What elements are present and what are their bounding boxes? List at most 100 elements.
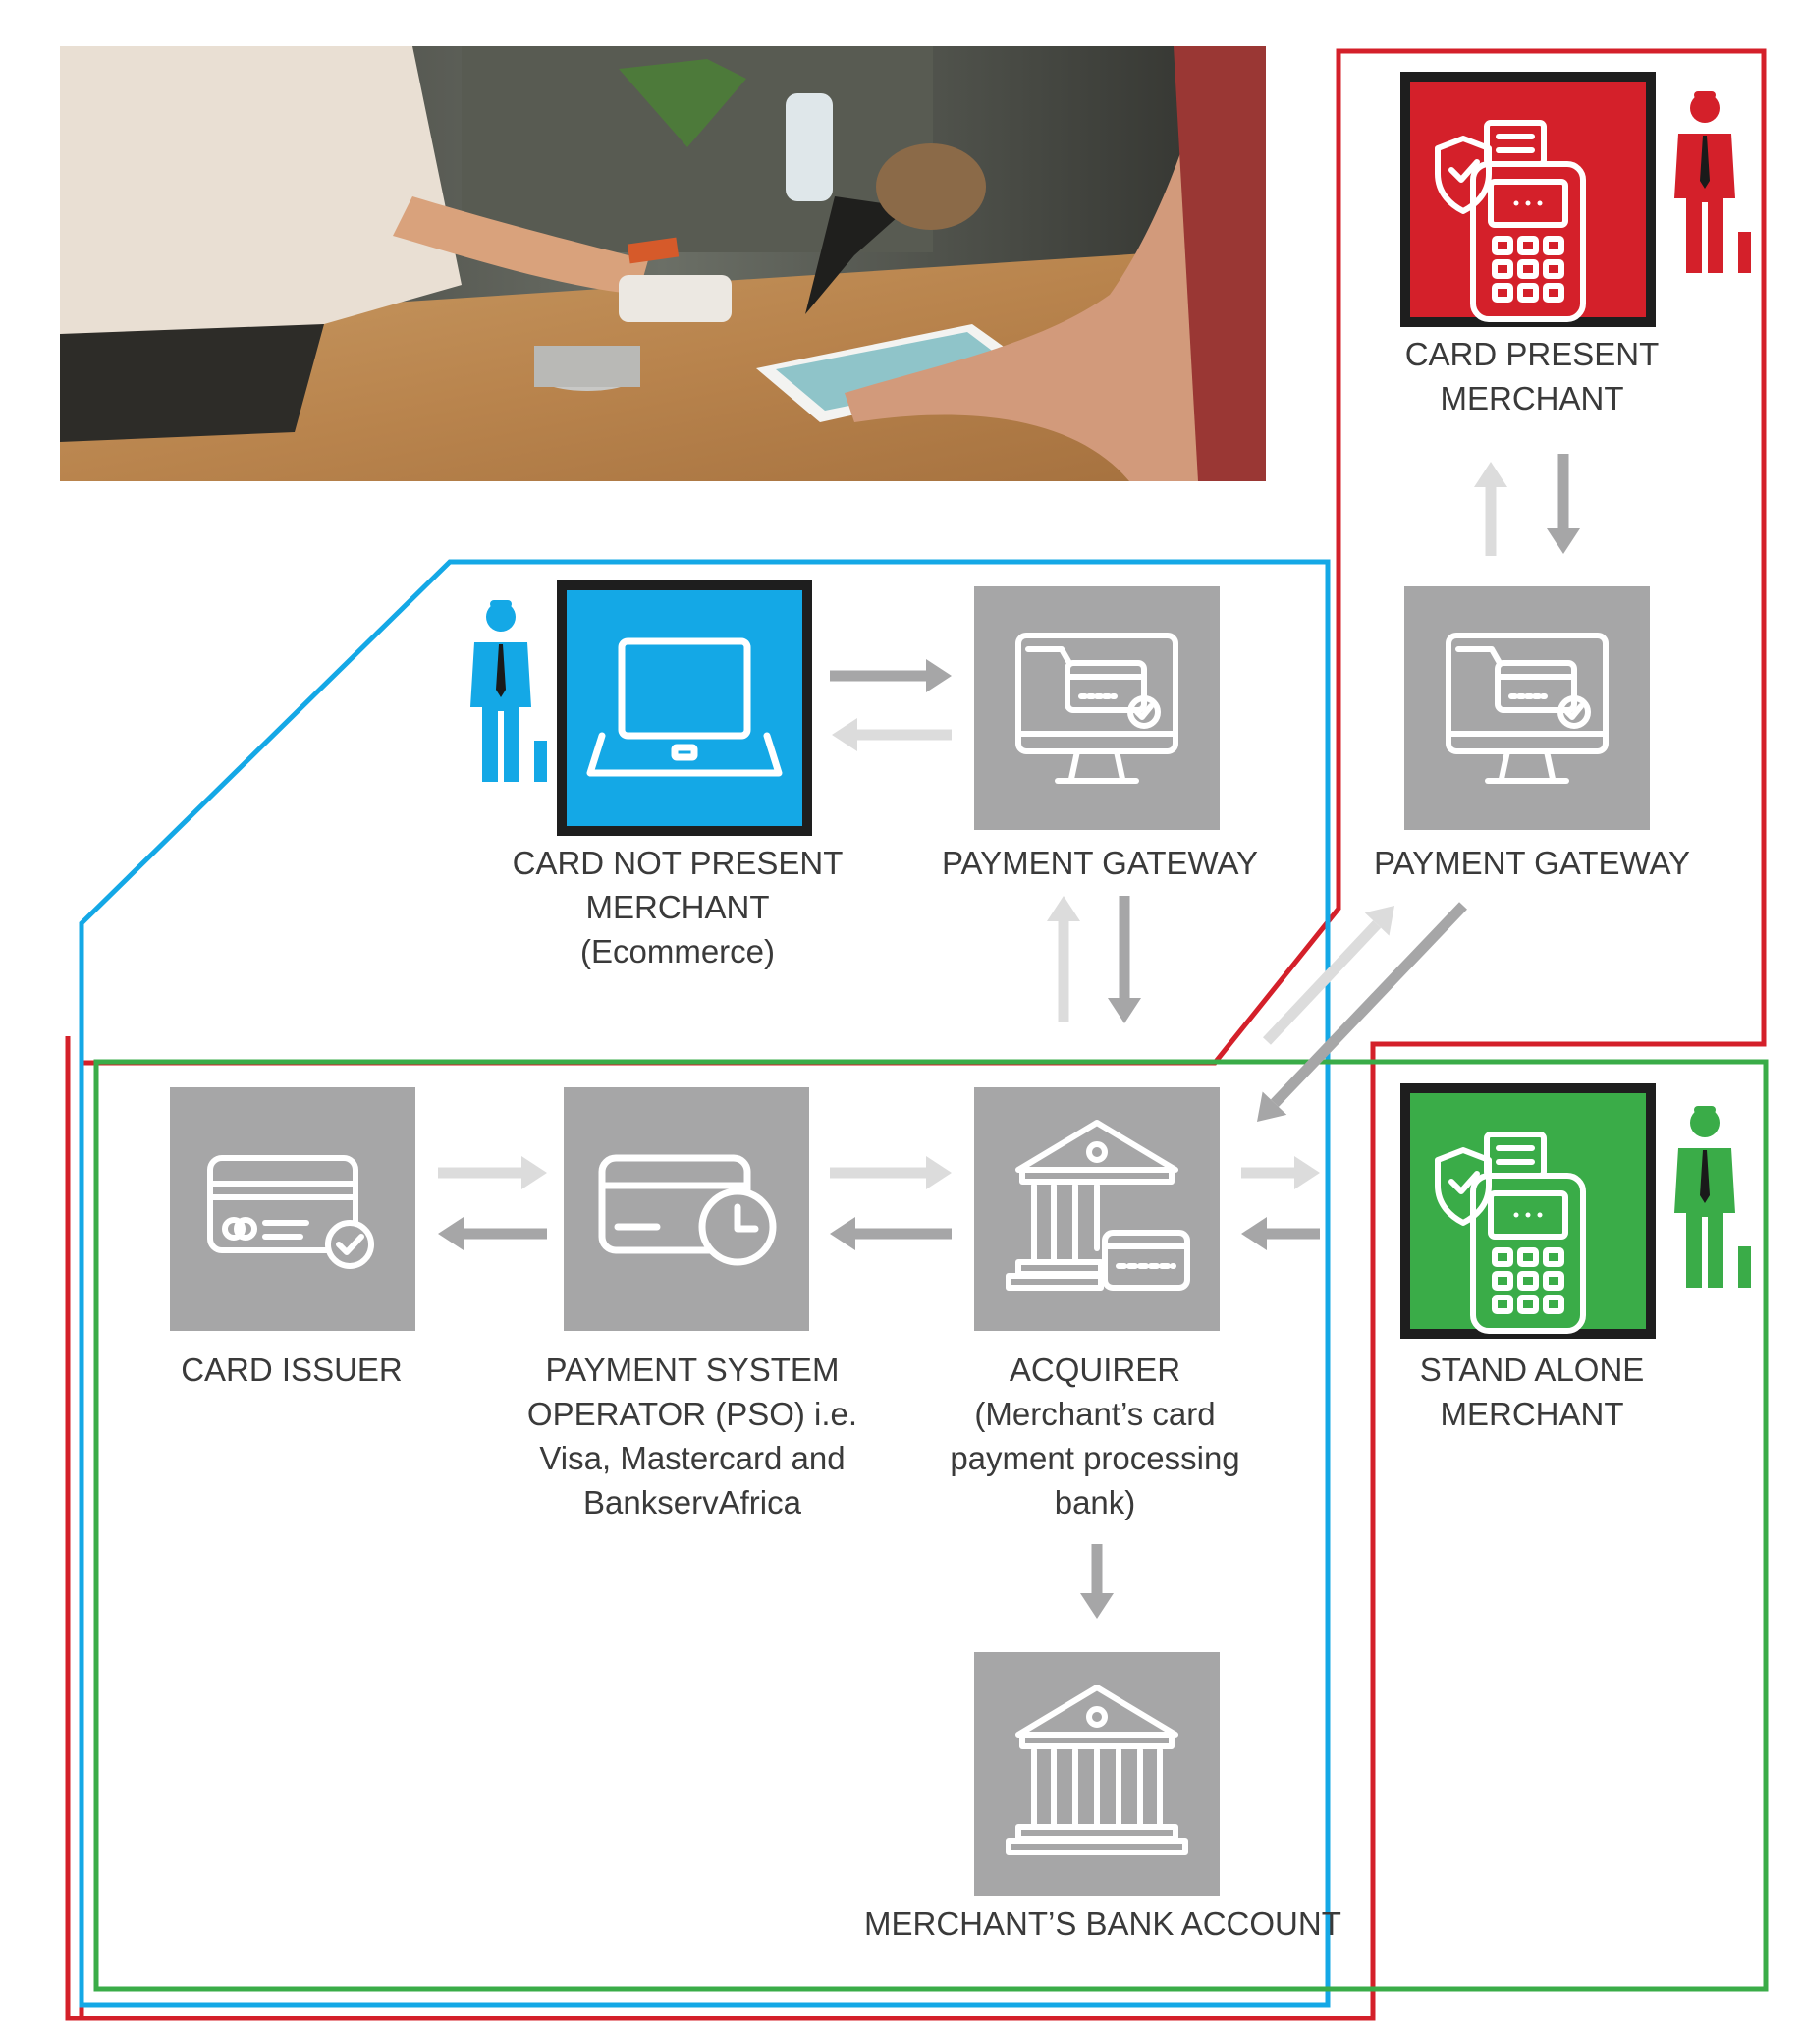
card-issuer-tile — [170, 1087, 415, 1331]
label-line: BankservAfrica — [583, 1484, 801, 1520]
label-line: Visa, Mastercard and — [539, 1440, 846, 1476]
arrow-right — [830, 1156, 952, 1189]
photo-card-reader — [619, 275, 732, 322]
photo-tin — [534, 346, 640, 387]
pso-tile — [564, 1087, 809, 1331]
acquirer-tile — [974, 1087, 1220, 1331]
person-head — [1690, 93, 1720, 123]
person-briefcase — [1738, 232, 1751, 273]
photo-customer-skirt — [60, 324, 324, 442]
arrow-head — [926, 1156, 952, 1189]
arrow-up — [1474, 462, 1507, 556]
label-line: (Ecommerce) — [579, 933, 776, 969]
arrow-head — [1047, 896, 1080, 921]
photo-merchant-shirt — [1174, 46, 1266, 481]
label-line: payment processing — [950, 1440, 1240, 1476]
label-line: MERCHANT — [1440, 380, 1624, 416]
arrow-head — [1080, 1593, 1114, 1619]
label-line: (Merchant’s card — [974, 1396, 1216, 1432]
card-present-merchant-tile — [1400, 72, 1656, 327]
arrow-head — [1257, 1091, 1287, 1122]
arrow-head — [1364, 906, 1394, 936]
label-line: CARD ISSUER — [181, 1352, 403, 1388]
person-hair — [490, 600, 512, 608]
arrow-left — [832, 718, 952, 751]
arrow-diagonal-up — [1262, 906, 1394, 1045]
arrow-diagonal-down — [1257, 902, 1467, 1122]
photo-tablet-screen — [776, 332, 1019, 411]
label-line: PAYMENT SYSTEM — [545, 1352, 840, 1388]
arrow-up — [1047, 896, 1080, 1022]
photo-merchant-arm — [845, 46, 1266, 481]
photo-tape-roll — [876, 143, 986, 230]
person-briefcase — [534, 741, 547, 782]
arrow-head — [1294, 1156, 1320, 1189]
person-tie — [1700, 1150, 1710, 1203]
photo-merchant-counter-card-payment — [60, 46, 1266, 481]
label-line: PAYMENT GATEWAY — [1373, 845, 1691, 881]
person-hair — [1694, 91, 1716, 99]
arrow-head — [1108, 998, 1141, 1023]
arrow-head — [926, 659, 952, 692]
arrow-shaft — [1262, 920, 1382, 1045]
businessman-icon — [470, 600, 547, 782]
photo-tape-dispenser — [805, 177, 943, 314]
arrow-head — [832, 718, 857, 751]
person-body — [470, 642, 531, 782]
label-payment-gateway-left: PAYMENT GATEWAY — [923, 841, 1277, 885]
person-body — [1674, 1148, 1735, 1288]
photo-bottle — [786, 93, 833, 201]
arrow-left — [1241, 1217, 1320, 1250]
label-line: ACQUIRER — [1009, 1352, 1181, 1388]
label-stand-alone-merchant: STAND ALONE MERCHANT — [1375, 1348, 1689, 1436]
person-head — [486, 602, 516, 632]
arrow-head — [521, 1156, 547, 1189]
label-card-present-merchant: CARD PRESENT MERCHANT — [1375, 332, 1689, 420]
label-line: STAND ALONE — [1419, 1352, 1645, 1388]
tile-background — [170, 1087, 415, 1331]
label-line: MERCHANT — [585, 889, 770, 925]
arrow-left — [438, 1217, 547, 1250]
label-line: PAYMENT GATEWAY — [941, 845, 1259, 881]
payment-gateway-right-tile — [1404, 586, 1650, 830]
label-line: bank) — [1054, 1484, 1136, 1520]
photo-payment-card — [627, 237, 680, 264]
label-acquirer: ACQUIRER (Merchant’s card payment proces… — [923, 1348, 1267, 1524]
person-body — [1674, 134, 1735, 273]
arrow-right — [830, 659, 952, 692]
arrow-down — [1108, 896, 1141, 1023]
arrow-right — [438, 1156, 547, 1189]
photo-plant — [619, 59, 746, 147]
payment-gateway-left-tile — [974, 586, 1220, 830]
arrow-left — [830, 1217, 952, 1250]
label-merchants-bank-account: MERCHANT’S BANK ACCOUNT — [864, 1902, 1341, 1946]
label-line: MERCHANT — [1440, 1396, 1624, 1432]
merchants-bank-account-tile — [974, 1652, 1220, 1896]
person-head — [1690, 1108, 1720, 1137]
arrow-down — [1080, 1544, 1114, 1619]
businessman-icon — [1674, 91, 1751, 273]
tile-background — [567, 590, 802, 826]
card-not-present-merchant-tile — [557, 580, 812, 836]
card-not-present-region-outline — [79, 559, 1331, 2008]
businessman-icon — [1674, 1106, 1751, 1288]
person-tie — [1700, 136, 1710, 189]
arrow-down — [1547, 454, 1580, 554]
photo-customer-shirt — [60, 46, 462, 354]
label-line: MERCHANT’S BANK ACCOUNT — [864, 1906, 1341, 1942]
stand-alone-merchant-tile — [1400, 1083, 1656, 1339]
arrow-head — [830, 1217, 855, 1250]
label-pso: PAYMENT SYSTEM OPERATOR (PSO) i.e. Visa,… — [520, 1348, 864, 1524]
label-payment-gateway-right: PAYMENT GATEWAY — [1355, 841, 1709, 885]
label-line: OPERATOR (PSO) i.e. — [526, 1396, 858, 1432]
photo-customer-arm — [393, 196, 648, 295]
arrow-shaft — [1270, 902, 1467, 1107]
label-line: CARD PRESENT — [1404, 336, 1660, 372]
arrow-head — [1547, 528, 1580, 554]
label-card-issuer: CARD ISSUER — [144, 1348, 439, 1392]
label-line: CARD NOT PRESENT — [512, 845, 844, 881]
person-tie — [496, 644, 506, 697]
person-hair — [1694, 1106, 1716, 1114]
